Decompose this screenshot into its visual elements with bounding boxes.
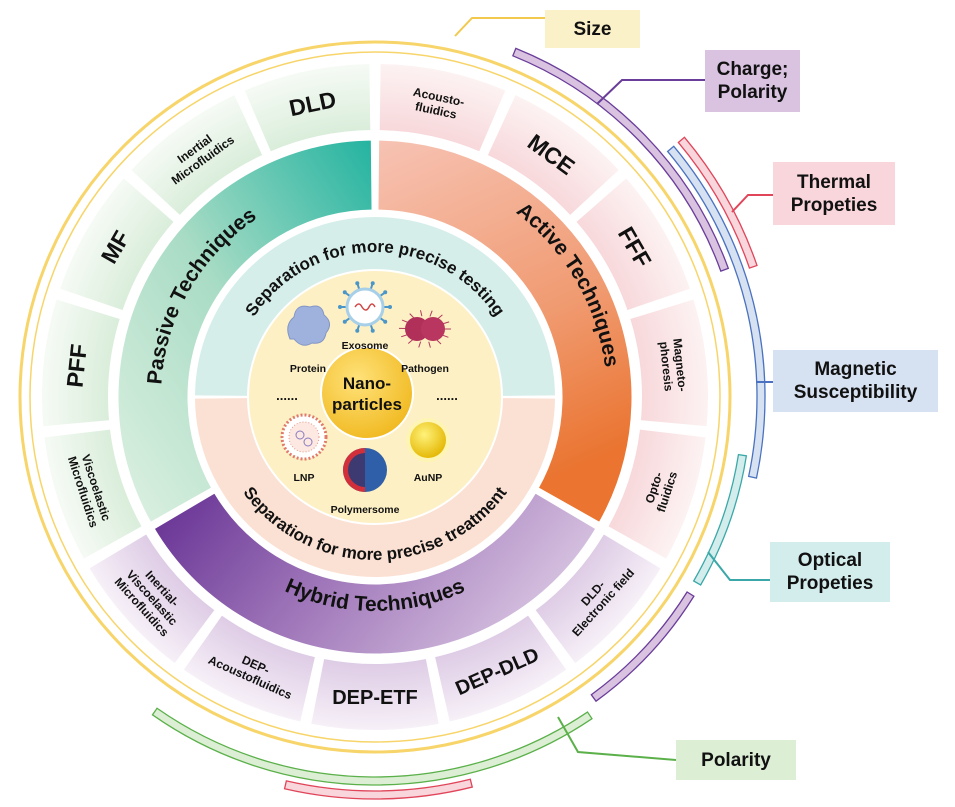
technique-segment-hybrid[interactable] xyxy=(86,531,218,666)
technique-segment-passive[interactable] xyxy=(242,62,373,154)
property-arc xyxy=(666,145,766,479)
aunp-icon xyxy=(406,418,450,462)
property-label-line: Thermal xyxy=(797,171,871,193)
nanoparticles-title-line: particles xyxy=(332,395,402,414)
property-arc xyxy=(692,453,748,586)
technique-segment-hybrid[interactable] xyxy=(308,656,442,732)
protein-icon xyxy=(287,305,330,346)
property-label-line: Magnetic xyxy=(814,359,897,380)
ellipsis-right: ...... xyxy=(436,388,458,403)
polymersome-icon xyxy=(343,448,387,492)
property-leader-line xyxy=(596,79,705,105)
technique-segment-active[interactable] xyxy=(377,62,508,154)
property-leader-line xyxy=(454,17,545,37)
property-label-line: Susceptibility xyxy=(793,382,918,403)
technique-label-line: phoresis xyxy=(657,341,676,393)
technique-segment-hybrid[interactable] xyxy=(532,531,664,666)
technique-segment-active[interactable] xyxy=(627,296,710,429)
property-arc xyxy=(151,707,593,786)
property-label-line: Size xyxy=(573,18,612,40)
nanoparticle-label: AuNP xyxy=(414,472,443,484)
technique-segment-active[interactable] xyxy=(605,427,708,562)
property-arc xyxy=(590,591,695,703)
property-label-line: Optical xyxy=(797,550,863,571)
property-label: Size xyxy=(573,18,611,41)
property-leader-line xyxy=(707,551,770,581)
property-arc xyxy=(283,778,474,800)
property-leader-line xyxy=(731,194,773,213)
technique-label-line: PFF xyxy=(61,343,91,389)
property-box: Polarity xyxy=(676,740,796,780)
property-label-line: Propeties xyxy=(790,194,878,216)
property-box: Charge;Polarity xyxy=(705,50,800,112)
property-leader-line xyxy=(557,716,677,761)
lnp-icon xyxy=(280,413,328,461)
treatment-band xyxy=(195,398,555,578)
technique-segment-hybrid[interactable] xyxy=(181,612,318,724)
technique-segment-passive[interactable] xyxy=(40,296,123,429)
outer-ring xyxy=(18,40,732,754)
ellipsis-left: ...... xyxy=(276,388,298,403)
property-arc xyxy=(512,47,730,272)
technique-label: PFF xyxy=(61,343,91,389)
nanoparticles-circle xyxy=(320,346,414,440)
category-band-active[interactable] xyxy=(375,137,635,526)
technique-segment-passive[interactable] xyxy=(128,92,265,218)
property-label: Charge;Polarity xyxy=(717,58,789,104)
technique-segment-active[interactable] xyxy=(573,175,693,313)
technique-label-line: DEP-ETF xyxy=(332,687,418,709)
technique-label: DEP-ETF xyxy=(332,687,418,709)
category-band-passive[interactable] xyxy=(115,137,375,526)
technique-label: Magneto-phoresis xyxy=(657,338,690,394)
technique-segment-passive[interactable] xyxy=(42,427,145,562)
nanoparticle-label: Pathogen xyxy=(401,363,449,375)
technique-label-line: Magneto- xyxy=(670,338,689,393)
nanoparticle-label: Exosome xyxy=(342,340,389,352)
nanoparticles-title: Nano-particles xyxy=(332,374,402,414)
nanoparticle-label: Protein xyxy=(290,363,326,375)
nanoparticle-label: Polymersome xyxy=(331,504,400,516)
technique-segment-active[interactable] xyxy=(485,92,622,218)
property-label-line: Polarity xyxy=(701,749,771,771)
property-arc xyxy=(677,136,758,269)
property-label-line: Polarity xyxy=(717,82,788,103)
nanoparticles-title-line: Nano- xyxy=(343,374,391,393)
testing-band xyxy=(195,216,555,396)
technique-segment-passive[interactable] xyxy=(57,175,177,313)
pathogen-icon xyxy=(399,310,451,348)
technique-segment-hybrid[interactable] xyxy=(432,612,569,724)
property-label-line: Charge; xyxy=(716,59,789,80)
category-band-hybrid[interactable] xyxy=(150,489,600,657)
property-box: Size xyxy=(545,10,640,48)
property-label: Polarity xyxy=(701,749,771,772)
nanoparticle-label: LNP xyxy=(294,472,315,484)
exosome-icon xyxy=(338,281,392,333)
outer-ring-inner-line xyxy=(29,51,721,743)
property-label-line: Propeties xyxy=(786,573,874,594)
